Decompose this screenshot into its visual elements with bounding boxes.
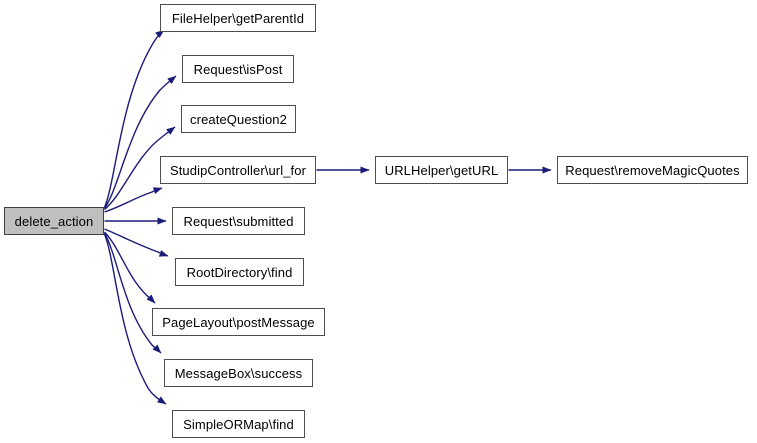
graph-node-request_ispost[interactable]: Request\isPost: [182, 55, 294, 83]
graph-node-label: RootDirectory\find: [186, 264, 293, 280]
graph-node-messagebox_success[interactable]: MessageBox\success: [164, 359, 313, 387]
graph-node-rootdirectory_find[interactable]: RootDirectory\find: [175, 258, 304, 286]
graph-node-request_removemagicquotes[interactable]: Request\removeMagicQuotes: [557, 156, 748, 184]
graph-edge-delete_action-to-filehelper_getparentid: [103, 29, 165, 208]
graph-node-pagelayout_postmessage[interactable]: PageLayout\postMessage: [152, 308, 325, 336]
graph-node-delete_action[interactable]: delete_action: [4, 207, 104, 235]
graph-edge-delete_action-to-createquestion2: [104, 126, 176, 211]
graph-node-urlhelper_geturl[interactable]: URLHelper\getURL: [375, 156, 508, 184]
graph-edge-delete_action-to-studipcontroller_url_for: [104, 187, 163, 213]
graph-edge-delete_action-to-simpleormap_find: [103, 233, 167, 405]
graph-node-studipcontroller_url_for[interactable]: StudipController\url_for: [160, 156, 316, 184]
graph-edge-delete_action-to-rootdirectory_find: [104, 228, 169, 257]
graph-node-label: SimpleORMap\find: [183, 416, 294, 432]
graph-node-label: Request\isPost: [193, 61, 283, 77]
graph-node-label: Request\submitted: [183, 213, 294, 229]
graph-node-label: createQuestion2: [190, 111, 287, 127]
graph-node-label: StudipController\url_for: [169, 162, 307, 178]
graph-node-label: URLHelper\getURL: [384, 162, 499, 178]
graph-node-label: MessageBox\success: [174, 365, 303, 381]
graph-edge-delete_action-to-messagebox_success: [103, 232, 162, 354]
graph-node-label: FileHelper\getParentId: [171, 10, 305, 26]
graph-node-label: Request\removeMagicQuotes: [565, 162, 740, 178]
graph-node-filehelper_getparentid[interactable]: FileHelper\getParentId: [160, 4, 316, 32]
graph-node-label: PageLayout\postMessage: [162, 314, 315, 330]
graph-edge-delete_action-to-request_ispost: [103, 75, 177, 209]
graph-edge-delete_action-to-pagelayout_postmessage: [103, 231, 156, 304]
graph-node-simpleormap_find[interactable]: SimpleORMap\find: [172, 410, 305, 438]
graph-node-createquestion2[interactable]: createQuestion2: [181, 105, 296, 133]
graph-node-request_submitted[interactable]: Request\submitted: [172, 207, 305, 235]
graph-node-label: delete_action: [14, 213, 94, 229]
